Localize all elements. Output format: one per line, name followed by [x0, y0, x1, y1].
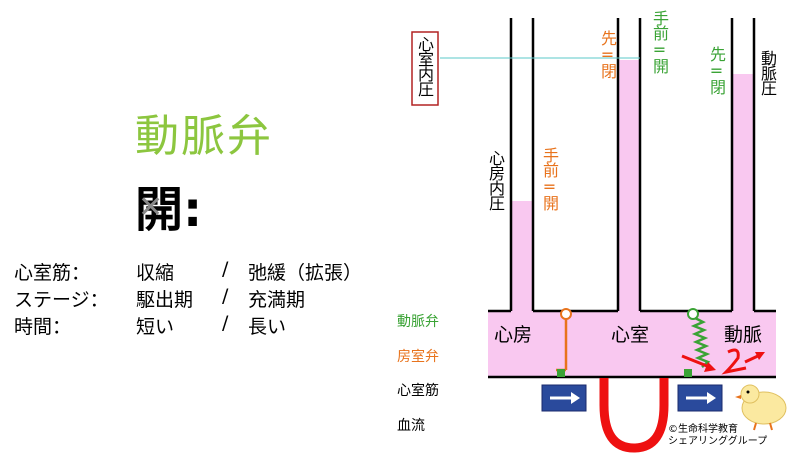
valve-state: 開:: [135, 182, 203, 238]
row-value-a: 短い: [136, 316, 175, 338]
aortic-valve-spring: [690, 316, 711, 368]
ventricle-muscle: [599, 378, 669, 453]
artery-column-fill: [732, 74, 754, 311]
atrial-pressure-label: 心房内圧: [486, 150, 505, 210]
row-value-a: 駆出期: [136, 289, 194, 311]
aortic-valve-hinge: [687, 308, 699, 320]
chamber-walls: [488, 18, 776, 379]
ventricle-label: 心室: [611, 324, 650, 346]
flow-arrow-left: [541, 384, 587, 412]
row-label: 心室筋：: [14, 262, 91, 284]
row-sep: /: [222, 312, 229, 334]
ejection-arrows: [681, 348, 765, 375]
row-value-b: 充満期: [248, 289, 306, 311]
row-label: 時間：: [14, 316, 72, 338]
aortic-valve-base: [684, 369, 692, 377]
ventricular-pressure-label: 心室内圧: [415, 36, 434, 96]
chick-mascot-icon: [735, 384, 787, 431]
legend-aortic-valve: 動脈弁: [397, 314, 439, 330]
pre-closed-note-left: 先=閉: [598, 30, 617, 78]
atrium-column-fill: [511, 201, 533, 311]
flow-arrow-right: [677, 384, 723, 412]
chamber-band-fill: [488, 311, 776, 377]
av-valve-note: 手前=開: [540, 147, 559, 210]
row-sep: /: [222, 258, 229, 280]
row-value-b: 長い: [248, 316, 287, 338]
ventricular-pressure-box: [411, 31, 439, 106]
credit: ©生命科学教育 シェアリンググループ: [668, 424, 767, 448]
row-label: ステージ：: [14, 289, 109, 311]
legend-flow: 血流: [397, 418, 425, 434]
credit-line-2: シェアリンググループ: [668, 436, 768, 447]
legend-muscle: 心室筋: [397, 383, 439, 399]
row-sep: /: [222, 285, 229, 307]
artery-label: 動脈: [724, 324, 763, 346]
pre-closed-note-right: 先=閉: [707, 46, 726, 94]
ventricle-column-fill: [618, 60, 640, 311]
arterial-pressure-label: 動脈圧: [758, 50, 777, 95]
row-value-a: 収縮: [136, 262, 175, 284]
legend-av-valve: 房室弁: [397, 349, 439, 365]
atrium-label: 心房: [494, 324, 533, 346]
aortic-open-note: 手前=開: [650, 10, 669, 73]
av-valve-base: [557, 369, 565, 377]
credit-line-1: ©生命科学教育: [668, 424, 738, 435]
av-valve-hinge: [560, 308, 572, 320]
valve-title: 動脈弁: [135, 111, 273, 162]
cross-mark-icon: ✕: [138, 190, 164, 225]
row-value-b: 弛緩（拡張）: [248, 262, 363, 284]
